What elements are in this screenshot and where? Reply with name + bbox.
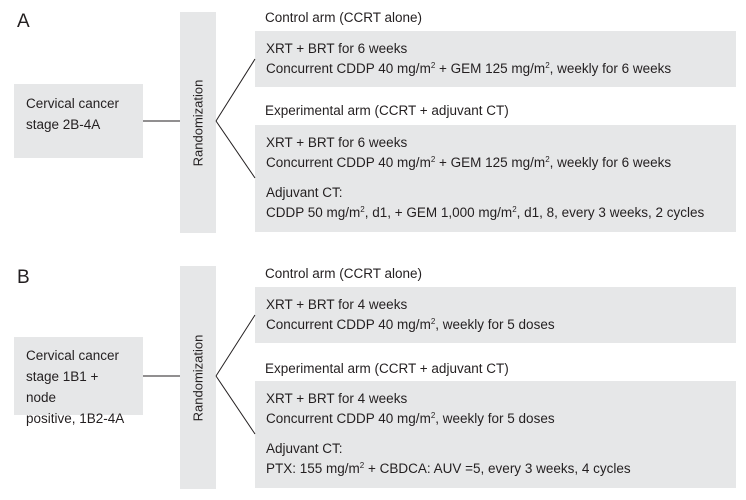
panel-a-control-title: Control arm (CCRT alone) <box>265 10 423 25</box>
text-run: + GEM 125 mg/m <box>435 155 546 170</box>
panel-a-experimental-box-line: CDDP 50 mg/m2, d1, + GEM 1,000 mg/m2, d1… <box>266 203 725 223</box>
text-run: Concurrent CDDP 40 mg/m <box>266 61 431 76</box>
superscript: 2 <box>359 461 365 470</box>
text-run: , d1, + GEM 1,000 mg/m <box>364 205 513 220</box>
panel-b-control-box-line: Concurrent CDDP 40 mg/m2, weekly for 5 d… <box>266 315 725 335</box>
superscript: 2 <box>430 317 436 326</box>
panel-a-experimental-box-line: Concurrent CDDP 40 mg/m2 + GEM 125 mg/m2… <box>266 153 725 173</box>
text-run: Concurrent CDDP 40 mg/m <box>266 411 431 426</box>
panel-b-experimental-box-line: XRT + BRT for 4 weeks <box>266 389 725 409</box>
panel-a-condition-line-2: stage 2B-4A <box>26 117 101 132</box>
panel-b-experimental-title: Experimental arm (CCRT + adjuvant CT) <box>265 361 509 376</box>
text-run: Concurrent CDDP 40 mg/m <box>266 155 431 170</box>
text-run: + CBDCA: AUV =5, every 3 weeks, 4 cycles <box>364 461 631 476</box>
text-run: XRT + BRT for 4 weeks <box>266 391 408 406</box>
panel-a-branch-experimental <box>215 120 256 179</box>
panel-b-branch-control <box>215 314 256 377</box>
text-run: XRT + BRT for 6 weeks <box>266 41 408 56</box>
panel-a-control-box-line: XRT + BRT for 6 weeks <box>266 39 725 59</box>
panel-a-label: A <box>17 11 30 32</box>
panel-b-control-title: Control arm (CCRT alone) <box>265 266 423 281</box>
text-run: Adjuvant CT: <box>266 441 343 456</box>
panel-a-experimental-box-line: XRT + BRT for 6 weeks <box>266 133 725 153</box>
text-run: , weekly for 6 weeks <box>549 155 672 170</box>
text-run: Adjuvant CT: <box>266 185 343 200</box>
panel-b-condition-line-3: positive, 1B2-4A <box>26 411 125 426</box>
panel-b-control-box-line: XRT + BRT for 4 weeks <box>266 295 725 315</box>
text-run: , weekly for 6 weeks <box>549 61 672 76</box>
panel-a-randomization-box: Randomization <box>180 12 216 233</box>
panel-a-experimental-box-line: Adjuvant CT: <box>266 183 725 203</box>
superscript: 2 <box>545 61 550 70</box>
text-run: , weekly for 5 doses <box>435 317 555 332</box>
text-run: Concurrent CDDP 40 mg/m <box>266 317 431 332</box>
panel-a-condition-box: Cervical cancer stage 2B-4A <box>14 84 143 158</box>
panel-b-condition-box: Cervical cancer stage 1B1 + node positiv… <box>14 337 143 426</box>
panel-b-label: B <box>17 267 30 288</box>
superscript: 2 <box>545 155 550 164</box>
text-run: , weekly for 5 doses <box>435 411 555 426</box>
panel-a-condition-line-1: Cervical cancer <box>26 96 120 111</box>
panel-b-condition-line-1: Cervical cancer <box>26 348 120 363</box>
panel-b-condition-line-2: stage 1B1 + node <box>26 369 99 405</box>
panel-b-experimental-box-line: Adjuvant CT: <box>266 439 725 459</box>
text-run: CDDP 50 mg/m <box>266 205 361 220</box>
panel-b-experimental-box-line: PTX: 155 mg/m2 + CBDCA: AUV =5, every 3 … <box>266 459 725 479</box>
panel-b-randomization-box: Randomization <box>180 266 216 489</box>
panel-a-experimental-title: Experimental arm (CCRT + adjuvant CT) <box>265 103 509 118</box>
panel-b-branch-experimental <box>215 375 256 435</box>
text-run: XRT + BRT for 4 weeks <box>266 297 408 312</box>
panel-a-control-box-line: Concurrent CDDP 40 mg/m2 + GEM 125 mg/m2… <box>266 59 725 79</box>
superscript: 2 <box>430 155 436 164</box>
text-run: + GEM 125 mg/m <box>435 61 546 76</box>
panel-b-experimental-box-line: Concurrent CDDP 40 mg/m2, weekly for 5 d… <box>266 409 725 429</box>
superscript: 2 <box>512 205 517 214</box>
superscript: 2 <box>430 61 436 70</box>
text-run: , d1, 8, every 3 weeks, 2 cycles <box>516 205 705 220</box>
panel-a-branch-control <box>215 58 256 122</box>
text-run: XRT + BRT for 6 weeks <box>266 135 408 150</box>
text-run: PTX: 155 mg/m <box>266 461 360 476</box>
superscript: 2 <box>360 205 365 214</box>
superscript: 2 <box>430 411 436 420</box>
